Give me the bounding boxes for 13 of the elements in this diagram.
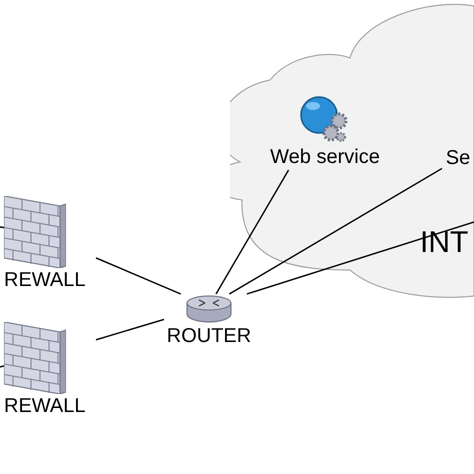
network-link <box>96 257 182 295</box>
network-link <box>246 221 474 295</box>
node-label: Se <box>446 146 470 171</box>
network-link <box>0 365 4 368</box>
node-label: REWALL <box>4 268 86 293</box>
node-label: REWALL <box>4 394 86 419</box>
cloud-label: INT <box>420 228 468 258</box>
node-label: ROUTER <box>166 324 252 349</box>
network-link <box>215 170 290 294</box>
network-link <box>0 226 4 228</box>
network-link <box>228 168 442 295</box>
node-label: Web service <box>270 145 380 170</box>
network-link <box>96 318 164 340</box>
